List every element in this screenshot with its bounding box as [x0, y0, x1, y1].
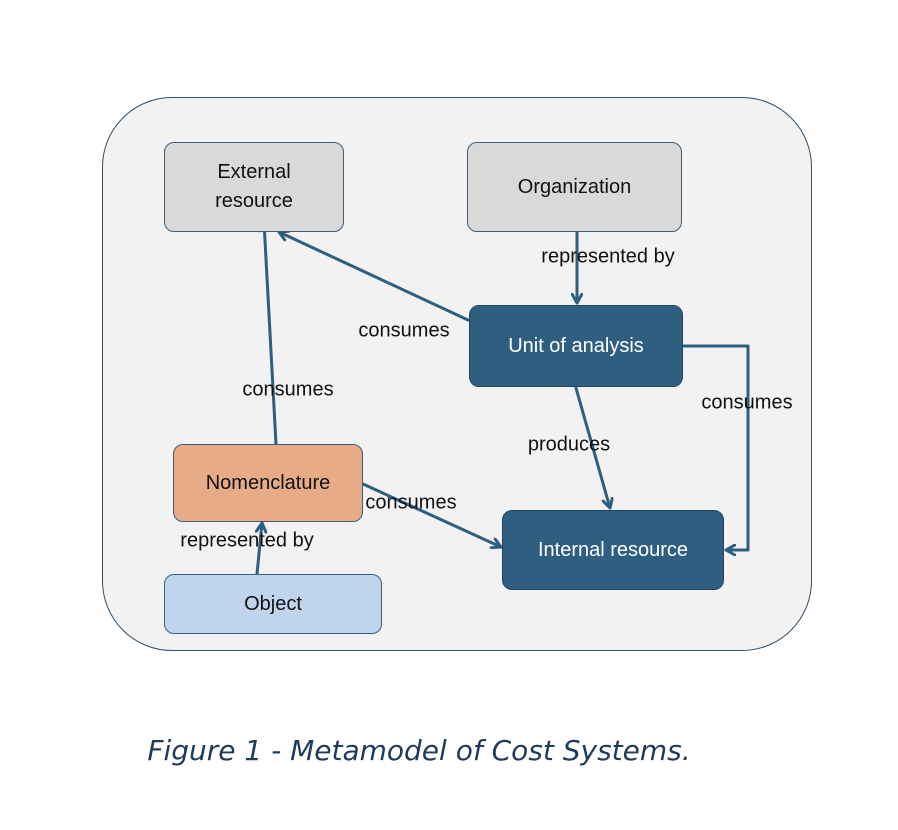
node-internal-resource-label: Internal resource [537, 538, 689, 561]
edge-unit-consumes-internal [682, 344, 750, 550]
node-object: Object [164, 574, 382, 634]
edge-label-consumes-nomenclature-external: consumes [242, 378, 334, 401]
edge-nomenclature-to-internal [361, 482, 503, 547]
node-object-label: Object [244, 592, 302, 615]
node-nomenclature-label: Nomenclature [205, 471, 331, 494]
node-internal-resource: Internal resource [502, 510, 724, 590]
edge-label-consumes-nomenclature-internal: consumes [365, 491, 457, 514]
node-external-resource: External resource [164, 142, 344, 232]
node-external-resource-label: External resource [215, 161, 293, 212]
figure-caption: Figure 1 - Metamodel of Cost Systems. [147, 734, 691, 767]
node-organization: Organization [467, 142, 682, 232]
edge-label-consumes-unit-external: consumes [358, 319, 450, 342]
edge-label-produces: produces [527, 433, 611, 456]
node-unit-of-analysis: Unit of analysis [469, 305, 683, 387]
edge-nomenclature-to-external [264, 220, 278, 446]
edge-unit-to-external [277, 232, 470, 322]
node-unit-of-analysis-label: Unit of analysis [508, 334, 644, 357]
edge-label-consumes-unit-internal: consumes [701, 391, 793, 414]
node-organization-label: Organization [517, 175, 632, 198]
node-nomenclature: Nomenclature [173, 444, 363, 522]
edge-unit-produces-internal [574, 386, 610, 510]
edge-label-represented-by-object: represented by [180, 529, 314, 552]
edge-label-represented-by-organization: represented by [541, 245, 675, 268]
edge-object-to-nomenclature [257, 521, 262, 576]
